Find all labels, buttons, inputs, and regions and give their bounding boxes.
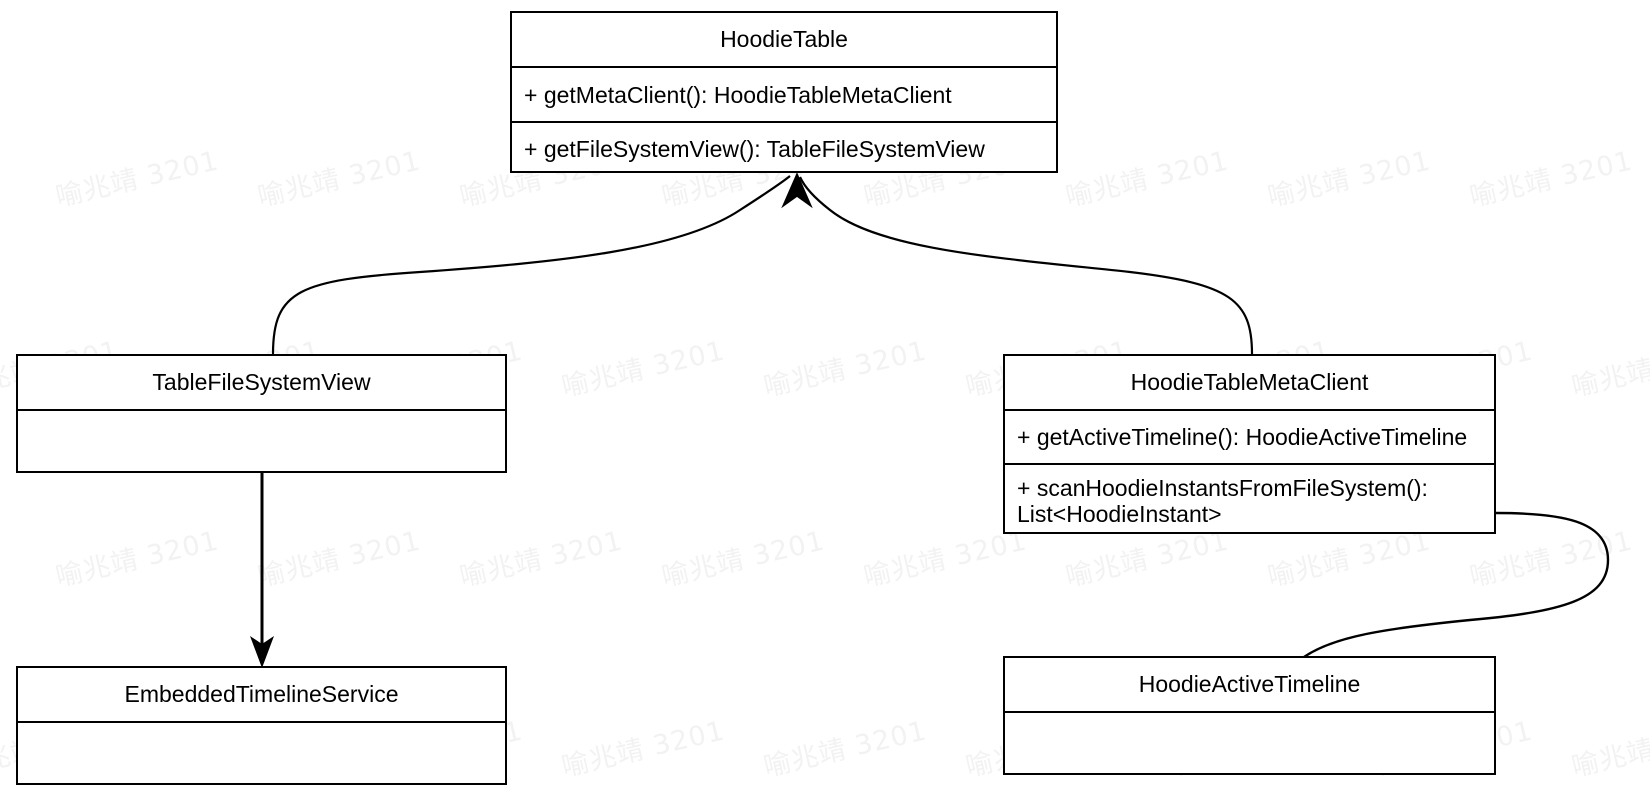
class-member: + getActiveTimeline(): HoodieActiveTimel… [1017, 424, 1468, 450]
watermark-mark: 喻兆靖 3201 [760, 715, 930, 784]
class-members-compartment [18, 409, 505, 473]
class-title: EmbeddedTimelineService [124, 681, 399, 707]
watermark-mark: 喻兆靖 3201 [558, 335, 728, 404]
connector-table-file-system-view-to-hoodie-table [271, 172, 813, 355]
uml-class-hoodie-table[interactable]: HoodieTable + getMetaClient(): HoodieTab… [510, 11, 1058, 173]
uml-class-embedded-timeline-service[interactable]: EmbeddedTimelineService [16, 666, 507, 785]
class-title: HoodieTable [720, 26, 848, 52]
uml-class-table-file-system-view[interactable]: TableFileSystemView [16, 354, 507, 473]
uml-class-hoodie-active-timeline[interactable]: HoodieActiveTimeline [1003, 656, 1496, 775]
uml-class-hoodie-table-meta-client[interactable]: HoodieTableMetaClient + getActiveTimelin… [1003, 354, 1496, 534]
watermark-mark: 喻兆靖 3201 [254, 525, 424, 594]
class-title: HoodieActiveTimeline [1138, 671, 1361, 697]
open-arrow-head-icon [781, 172, 813, 209]
watermark-mark: 喻兆靖 3201 [1568, 715, 1650, 784]
class-title: TableFileSystemView [152, 369, 371, 395]
class-members-compartment [1005, 711, 1494, 775]
watermark-mark: 喻兆靖 3201 [456, 525, 626, 594]
class-members-compartment [18, 721, 505, 785]
connector-table-file-system-view-to-embedded-timeline-service [250, 473, 274, 668]
class-members-compartment: + getMetaClient(): HoodieTableMetaClient… [512, 66, 1056, 174]
class-member: + scanHoodieInstantsFromFileSystem(): Li… [1005, 463, 1494, 536]
class-title: HoodieTableMetaClient [1130, 369, 1369, 395]
class-member: + getMetaClient(): HoodieTableMetaClient [524, 81, 952, 108]
watermark-mark: 喻兆靖 3201 [52, 525, 222, 594]
watermark-mark: 喻兆靖 3201 [558, 715, 728, 784]
watermark-mark: 喻兆靖 3201 [52, 145, 222, 214]
solid-arrow-head-icon [250, 636, 274, 668]
class-members-compartment: + getActiveTimeline(): HoodieActiveTimel… [1005, 409, 1494, 536]
class-member: + getFileSystemView(): TableFileSystemVi… [512, 121, 1056, 174]
watermark-mark: 喻兆靖 3201 [1062, 145, 1232, 214]
watermark-mark: 喻兆靖 3201 [1264, 145, 1434, 214]
watermark-mark: 喻兆靖 3201 [1568, 335, 1650, 404]
watermark-mark: 喻兆靖 3201 [760, 335, 930, 404]
connector-hoodie-table-meta-client-to-hoodie-table [798, 176, 1254, 355]
watermark-mark: 喻兆靖 3201 [658, 525, 828, 594]
watermark-mark: 喻兆靖 3201 [1466, 145, 1636, 214]
watermark-mark: 喻兆靖 3201 [254, 145, 424, 214]
